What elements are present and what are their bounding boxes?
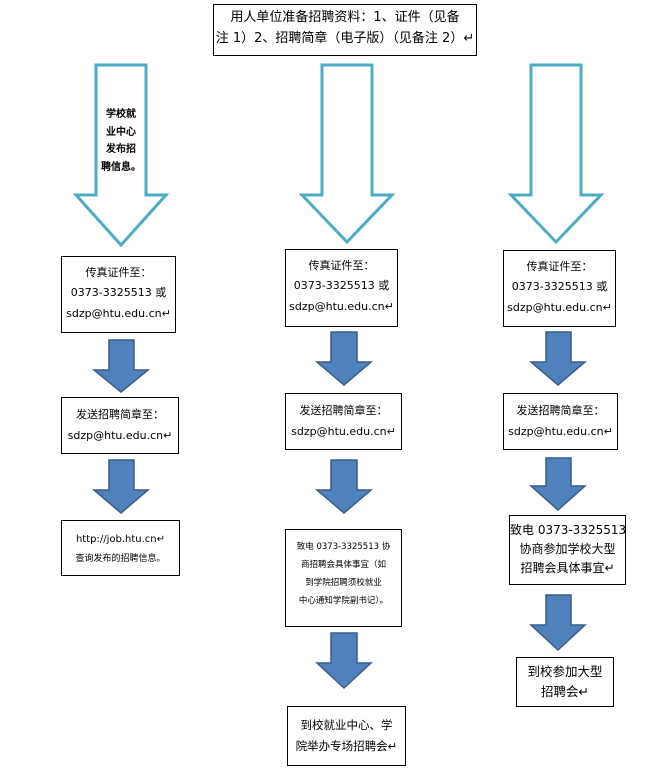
middle-call-box: 致电 0373-3325513 协 商招聘会具体事宜（如 到学院招聘须校就业 中… xyxy=(285,529,402,627)
left-solid-arrow-2 xyxy=(91,459,151,514)
hollow-label-line: 学校就 xyxy=(106,109,136,120)
final-line: 院举办专场招聘会↵ xyxy=(295,739,398,754)
top-box-line-2: 注 1）2、招聘简章（电子版）（见备注 2）↵ xyxy=(215,30,475,46)
right-call-box: 致电 0373-3325513 协商参加学校大型 招聘会具体事宜↵ xyxy=(509,515,626,585)
fax-title: 传真证件至： xyxy=(526,260,593,273)
call-line: 致电 0373-3325513 xyxy=(510,523,627,537)
middle-final-box: 到校就业中心、学 院举办专场招聘会↵ xyxy=(287,706,406,766)
send-email: sdzp@htu.edu.cn↵ xyxy=(291,424,396,438)
call-line: 到学院招聘须校就业 xyxy=(305,577,382,588)
call-line: 招聘会具体事宜↵ xyxy=(520,561,615,576)
send-email: sdzp@htu.edu.cn↵ xyxy=(67,428,173,442)
fax-phone: 0373-3325513 或 xyxy=(293,279,390,293)
final-line: 到校就业中心、学 xyxy=(300,718,393,732)
fax-title: 传真证件至： xyxy=(308,259,375,272)
fax-phone: 0373-3325513 或 xyxy=(70,286,167,300)
right-hollow-arrow xyxy=(507,63,605,245)
left-fax-box: 传真证件至： 0373-3325513 或 sdzp@htu.edu.cn↵ xyxy=(61,256,176,333)
right-final-box: 到校参加大型 招聘会↵ xyxy=(516,657,614,707)
right-solid-arrow-1 xyxy=(528,331,588,386)
final-line: 到校参加大型 xyxy=(527,664,603,679)
call-line: 致电 0373-3325513 协 xyxy=(296,542,391,552)
send-title: 发送招聘简章至： xyxy=(299,404,388,417)
fax-email: sdzp@htu.edu.cn↵ xyxy=(66,306,171,320)
middle-solid-arrow-3 xyxy=(315,632,373,690)
web-desc: 查询发布的招聘信息。 xyxy=(75,554,166,564)
hollow-label-line: 发布招 xyxy=(106,144,136,155)
call-line: 协商参加学校大型 xyxy=(519,542,616,557)
left-hollow-arrow-label: 学校就 业中心 发布招 聘信息。 xyxy=(96,106,146,176)
top-requirements-box: 用人单位准备招聘资料：1、证件（见备 注 1）2、招聘简章（电子版）（见备注 2… xyxy=(213,4,477,56)
middle-solid-arrow-1 xyxy=(314,331,374,386)
middle-fax-box: 传真证件至： 0373-3325513 或 sdzp@htu.edu.cn↵ xyxy=(285,249,398,327)
middle-solid-arrow-2 xyxy=(314,459,374,514)
hollow-label-line: 业中心 xyxy=(106,126,136,138)
call-line: 中心通知学院副书记）。 xyxy=(298,595,389,606)
fax-phone: 0373-3325513 或 xyxy=(511,280,608,294)
fax-email: sdzp@htu.edu.cn↵ xyxy=(289,299,394,313)
middle-hollow-arrow xyxy=(298,63,396,245)
right-send-box: 发送招聘简章至： sdzp@htu.edu.cn↵ xyxy=(503,393,618,450)
fax-title: 传真证件至： xyxy=(85,266,152,279)
right-fax-box: 传真证件至： 0373-3325513 或 sdzp@htu.edu.cn↵ xyxy=(503,250,616,327)
final-line: 招聘会↵ xyxy=(541,684,589,699)
middle-send-box: 发送招聘简章至： sdzp@htu.edu.cn↵ xyxy=(285,393,402,450)
send-email: sdzp@htu.edu.cn↵ xyxy=(508,424,613,438)
left-send-box: 发送招聘简章至： sdzp@htu.edu.cn↵ xyxy=(61,397,179,454)
send-title: 发送招聘简章至： xyxy=(76,408,164,421)
right-solid-arrow-3 xyxy=(529,594,587,652)
send-title: 发送招聘简章至： xyxy=(516,404,605,417)
web-url: http://job.htu.cn↵ xyxy=(75,534,166,545)
left-solid-arrow-1 xyxy=(91,339,151,393)
right-solid-arrow-2 xyxy=(529,457,587,512)
top-box-line-1: 用人单位准备招聘资料：1、证件（见备 xyxy=(230,10,460,25)
fax-email: sdzp@htu.edu.cn↵ xyxy=(507,300,612,314)
left-hollow-arrow xyxy=(72,63,170,248)
left-web-box: http://job.htu.cn↵ 查询发布的招聘信息。 xyxy=(61,520,180,576)
call-line: 商招聘会具体事宜（如 xyxy=(300,559,386,570)
hollow-label-line: 聘信息。 xyxy=(101,161,141,173)
